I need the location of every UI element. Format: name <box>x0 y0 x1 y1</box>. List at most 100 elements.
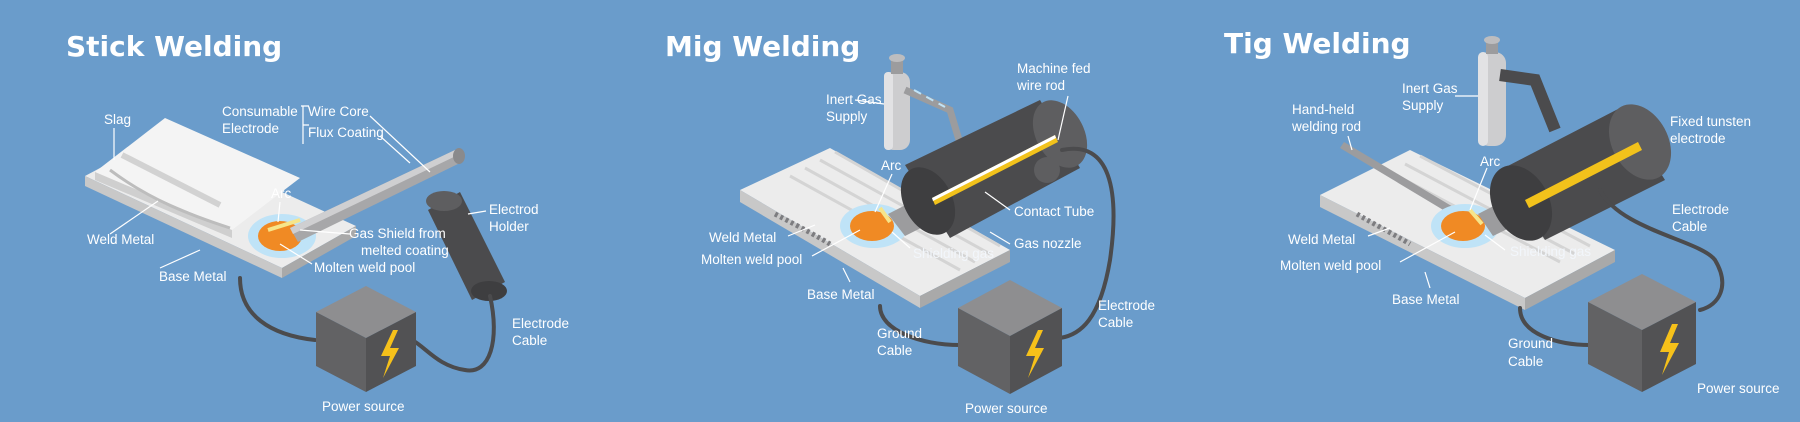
tig-gas-label-1: Inert Gas <box>1402 81 1458 96</box>
tig-shield-leader <box>1484 234 1506 251</box>
mig-nozzle-label: Gas nozzle <box>1014 236 1082 251</box>
mig-wire-label-2: wire rod <box>1016 78 1065 93</box>
mig-pool-leader <box>811 229 861 257</box>
mig-ground-label-1: Ground <box>877 326 922 341</box>
mig-ground-label-2: Cable <box>877 343 912 358</box>
stick-holder-label-2: Holder <box>489 219 529 234</box>
tig-rod-label-1: Hand-held <box>1292 102 1354 117</box>
mig-cable-label-1: Electrode <box>1098 298 1155 313</box>
tig-welding-panel: Tig Welding <box>1224 27 1780 396</box>
mig-molten-pool <box>850 211 894 241</box>
stick-base-metal-label: Base Metal <box>159 269 227 284</box>
lightning-bolt-icon <box>1026 330 1044 378</box>
stick-gas-label-2: melted coating <box>361 243 449 258</box>
tig-fixed-label-1: Fixed tunsten <box>1670 114 1751 129</box>
stick-slag-label: Slag <box>104 112 131 127</box>
mig-weld-metal-label: Weld Metal <box>709 230 776 245</box>
mig-arc-label: Arc <box>881 158 902 173</box>
tig-weld-metal-label: Weld Metal <box>1288 232 1355 247</box>
stick-ground-cable <box>238 276 317 342</box>
stick-title: Stick Welding <box>66 30 282 63</box>
stick-cable-label-2: Cable <box>512 333 547 348</box>
tig-electrode-cable <box>1598 188 1725 312</box>
stick-electrode <box>290 148 465 242</box>
tig-filler-rod <box>1340 142 1475 226</box>
tig-torch <box>1478 104 1672 241</box>
stick-wire-core-leader <box>369 115 431 173</box>
mig-power-source <box>958 280 1062 394</box>
mig-arc-leader <box>874 173 893 213</box>
stick-power-label: Power source <box>322 399 405 414</box>
mig-ground-cable <box>878 304 962 347</box>
mig-gas-label-1: Inert Gas <box>826 92 882 107</box>
mig-nozzle-leader <box>989 231 1011 245</box>
tig-ground-label-1: Ground <box>1508 336 1553 351</box>
stick-holder-label-1: Electrod <box>489 202 539 217</box>
mig-pool-label: Molten weld pool <box>701 252 802 267</box>
tig-title: Tig Welding <box>1224 27 1411 60</box>
mig-gas-hose <box>903 86 966 152</box>
tig-arc-label: Arc <box>1480 154 1501 169</box>
stick-wire-core-label: Wire Core <box>308 104 369 119</box>
mig-electrode-cable <box>1058 146 1116 340</box>
mig-shield-leader <box>891 231 911 249</box>
tig-arc <box>1468 208 1484 226</box>
tig-power-source <box>1588 274 1696 392</box>
mig-gas-flow <box>913 89 946 108</box>
stick-flux-leader <box>379 135 411 164</box>
mig-gas-label-2: Supply <box>826 109 868 124</box>
stick-consumable-bracket <box>301 105 309 144</box>
tig-shield-label: Shielding gas <box>1510 244 1591 259</box>
stick-gas-label-1: Gas Shield from <box>349 226 446 241</box>
tig-cable-label-1: Electrode <box>1672 202 1729 217</box>
lightning-bolt-icon <box>1660 324 1679 375</box>
mig-weld-metal-leader <box>787 224 816 237</box>
mig-contact-label: Contact Tube <box>1014 204 1094 219</box>
tig-base-label: Base Metal <box>1392 292 1460 307</box>
tig-gas-label-2: Supply <box>1402 98 1444 113</box>
lightning-bolt-icon <box>381 330 399 378</box>
tig-power-label: Power source <box>1697 381 1780 396</box>
tig-gas-hose <box>1499 69 1561 133</box>
stick-gas-leader <box>299 229 351 235</box>
mig-welding-panel: Mig Welding <box>665 30 1155 416</box>
mig-base-leader <box>842 267 851 283</box>
mig-wire-label-1: Machine fed <box>1017 61 1091 76</box>
tig-arc-leader <box>1469 167 1488 211</box>
tig-weld-metal-leader <box>1367 227 1391 237</box>
gas-cylinder-icon <box>884 54 910 150</box>
stick-cable-label-1: Electrode <box>512 316 569 331</box>
mig-torch <box>888 100 1088 238</box>
mig-cable-label-2: Cable <box>1098 315 1133 330</box>
tig-weld-bead <box>1355 211 1412 247</box>
stick-slag <box>95 118 300 238</box>
mig-base-label: Base Metal <box>807 287 875 302</box>
stick-arc-label: Arc <box>271 186 292 201</box>
mig-shield-label: Shielding gas <box>913 246 994 261</box>
tig-pool-label: Molten weld pool <box>1280 258 1381 273</box>
stick-electrode-cable <box>398 294 496 373</box>
tig-rod-leader <box>1347 135 1353 151</box>
mig-title: Mig Welding <box>665 30 860 63</box>
mig-wire-leader <box>1057 95 1069 141</box>
tig-ground-label-2: Cable <box>1508 354 1543 369</box>
stick-base-metal-leader <box>159 249 201 269</box>
stick-electrode-holder <box>426 191 507 301</box>
stick-pool-leader <box>279 243 313 265</box>
gas-cylinder-icon <box>1478 36 1506 146</box>
stick-arc-leader <box>277 201 281 223</box>
mig-arc <box>878 206 892 224</box>
stick-flux-label: Flux Coating <box>308 125 384 140</box>
stick-weld-metal-label: Weld Metal <box>87 232 154 247</box>
stick-weld-metal-leader <box>109 200 159 235</box>
mig-gas-leader <box>854 99 885 105</box>
mig-power-label: Power source <box>965 401 1048 416</box>
stick-consumable-label-2: Electrode <box>222 121 279 136</box>
stick-arc <box>267 218 301 232</box>
tig-rod-label-2: welding rod <box>1291 119 1361 134</box>
tig-pool-leader <box>1399 231 1456 263</box>
stick-welding-panel: Stick Welding <box>66 30 569 414</box>
stick-pool-label: Molten weld pool <box>314 260 415 275</box>
